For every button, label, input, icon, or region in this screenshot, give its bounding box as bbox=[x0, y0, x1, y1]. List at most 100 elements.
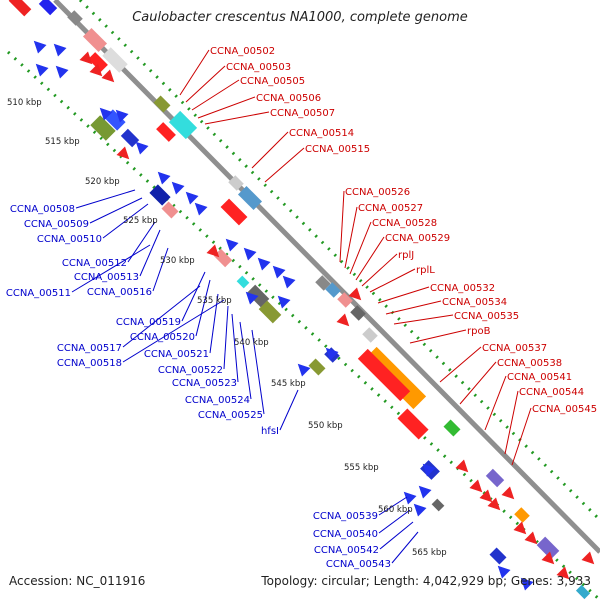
gene-label-reverse[interactable]: hfsI bbox=[261, 426, 279, 437]
gene-label-forward[interactable]: CCNA_00515 bbox=[305, 144, 370, 155]
kbp-tick-label: 525 kbp bbox=[123, 216, 158, 226]
label-connector bbox=[484, 375, 507, 431]
gene-label-reverse[interactable]: CCNA_00522 bbox=[158, 365, 223, 376]
gene-label-forward[interactable]: CCNA_00538 bbox=[497, 358, 562, 369]
gene-block bbox=[575, 584, 591, 600]
gene-arrow bbox=[403, 491, 417, 505]
gene-block bbox=[82, 27, 108, 53]
kbp-tick-label: 550 kbp bbox=[308, 421, 343, 431]
gene-arrow bbox=[185, 191, 199, 205]
label-connector bbox=[71, 244, 151, 293]
gene-label-reverse[interactable]: CCNA_00510 bbox=[37, 234, 102, 245]
gene-label-forward[interactable]: CCNA_00534 bbox=[442, 297, 507, 308]
gene-label-forward[interactable]: CCNA_00529 bbox=[385, 233, 450, 244]
gene-label-reverse[interactable]: CCNA_00543 bbox=[326, 559, 391, 570]
gene-label-forward[interactable]: CCNA_00527 bbox=[358, 203, 423, 214]
gene-label-reverse[interactable]: CCNA_00513 bbox=[74, 272, 139, 283]
gene-block bbox=[258, 300, 282, 324]
gene-label-reverse[interactable]: CCNA_00524 bbox=[185, 395, 250, 406]
label-connector bbox=[393, 314, 454, 325]
gene-arrow bbox=[297, 363, 311, 377]
gene-label-reverse[interactable]: CCNA_00508 bbox=[10, 204, 75, 215]
label-connector bbox=[223, 305, 229, 370]
gene-arrow bbox=[501, 486, 515, 500]
gene-label-forward[interactable]: CCNA_00502 bbox=[210, 46, 275, 57]
topology-text: Topology: circular; Length: 4,042,929 bp… bbox=[261, 574, 591, 588]
gene-label-forward[interactable]: CCNA_00507 bbox=[270, 108, 335, 119]
gene-label-forward[interactable]: rpoB bbox=[467, 326, 491, 337]
label-connector bbox=[339, 190, 345, 263]
gene-label-forward[interactable]: CCNA_00506 bbox=[256, 93, 321, 104]
gene-block bbox=[149, 184, 171, 206]
label-connector bbox=[197, 96, 256, 119]
label-connector bbox=[379, 521, 414, 550]
gene-label-forward[interactable]: CCNA_00535 bbox=[454, 311, 519, 322]
label-connector bbox=[75, 189, 136, 209]
gene-label-reverse[interactable]: CCNA_00519 bbox=[116, 317, 181, 328]
gene-label-forward[interactable]: CCNA_00503 bbox=[226, 62, 291, 73]
gene-label-forward[interactable]: CCNA_00505 bbox=[240, 76, 305, 87]
label-connector bbox=[251, 329, 265, 415]
gene-block bbox=[88, 52, 108, 72]
gene-label-reverse[interactable]: CCNA_00512 bbox=[62, 258, 127, 269]
gene-label-forward[interactable]: rplL bbox=[416, 265, 435, 276]
label-connector bbox=[391, 531, 419, 564]
label-connector bbox=[504, 390, 519, 455]
gene-arrow bbox=[524, 531, 538, 545]
gene-label-reverse[interactable]: CCNA_00525 bbox=[198, 410, 263, 421]
label-connector bbox=[377, 286, 430, 304]
gene-block bbox=[485, 468, 505, 488]
gene-block bbox=[38, 0, 58, 16]
dotted-track-upper bbox=[78, 0, 600, 522]
map-title: Caulobacter crescentus NA1000, complete … bbox=[132, 10, 468, 25]
gene-block bbox=[156, 122, 176, 142]
gene-label-forward[interactable]: CCNA_00532 bbox=[430, 283, 495, 294]
gene-label-reverse[interactable]: CCNA_00540 bbox=[313, 529, 378, 540]
gene-label-forward[interactable]: rplJ bbox=[398, 250, 414, 261]
gene-label-reverse[interactable]: CCNA_00517 bbox=[57, 343, 122, 354]
kbp-tick-label: 515 kbp bbox=[45, 137, 80, 147]
gene-label-reverse[interactable]: CCNA_00511 bbox=[6, 288, 71, 299]
gene-label-reverse[interactable]: CCNA_00542 bbox=[314, 545, 379, 556]
label-connector bbox=[231, 313, 239, 383]
label-connector bbox=[204, 111, 270, 125]
label-connector bbox=[89, 197, 143, 224]
kbp-tick-label: 540 kbp bbox=[234, 338, 269, 348]
gene-arrow bbox=[171, 181, 185, 195]
gene-label-reverse[interactable]: CCNA_00518 bbox=[57, 358, 122, 369]
gene-block bbox=[8, 0, 32, 17]
gene-block bbox=[237, 185, 263, 211]
gene-label-forward[interactable]: CCNA_00544 bbox=[519, 387, 584, 398]
gene-block bbox=[350, 305, 366, 321]
label-connector bbox=[251, 131, 289, 169]
gene-label-reverse[interactable]: CCNA_00521 bbox=[144, 349, 209, 360]
gene-label-forward[interactable]: CCNA_00541 bbox=[507, 372, 572, 383]
gene-label-reverse[interactable]: CCNA_00523 bbox=[172, 378, 237, 389]
kbp-tick-label: 510 kbp bbox=[7, 98, 42, 108]
gene-label-reverse[interactable]: CCNA_00516 bbox=[87, 287, 152, 298]
label-connector bbox=[361, 253, 398, 287]
gene-label-forward[interactable]: CCNA_00526 bbox=[345, 187, 410, 198]
gene-block bbox=[357, 348, 411, 402]
gene-arrow bbox=[53, 43, 67, 57]
gene-block bbox=[168, 110, 198, 140]
gene-label-reverse[interactable]: CCNA_00520 bbox=[130, 332, 195, 343]
gene-label-reverse[interactable]: CCNA_00509 bbox=[24, 219, 89, 230]
gene-block bbox=[161, 201, 179, 219]
gene-label-reverse[interactable]: CCNA_00539 bbox=[313, 511, 378, 522]
label-connector bbox=[355, 236, 385, 281]
gene-label-forward[interactable]: CCNA_00528 bbox=[372, 218, 437, 229]
gene-block bbox=[213, 248, 233, 268]
gene-label-forward[interactable]: CCNA_00537 bbox=[482, 343, 547, 354]
label-connector bbox=[279, 389, 299, 431]
gene-block bbox=[236, 275, 250, 289]
gene-arrow bbox=[336, 313, 350, 327]
gene-block bbox=[90, 115, 116, 141]
kbp-tick-label: 530 kbp bbox=[160, 256, 195, 266]
gene-label-forward[interactable]: CCNA_00514 bbox=[289, 128, 354, 139]
gene-arrow bbox=[55, 65, 69, 79]
gene-arrow bbox=[99, 107, 113, 121]
gene-label-forward[interactable]: CCNA_00545 bbox=[532, 404, 597, 415]
gene-arrow bbox=[541, 551, 555, 565]
